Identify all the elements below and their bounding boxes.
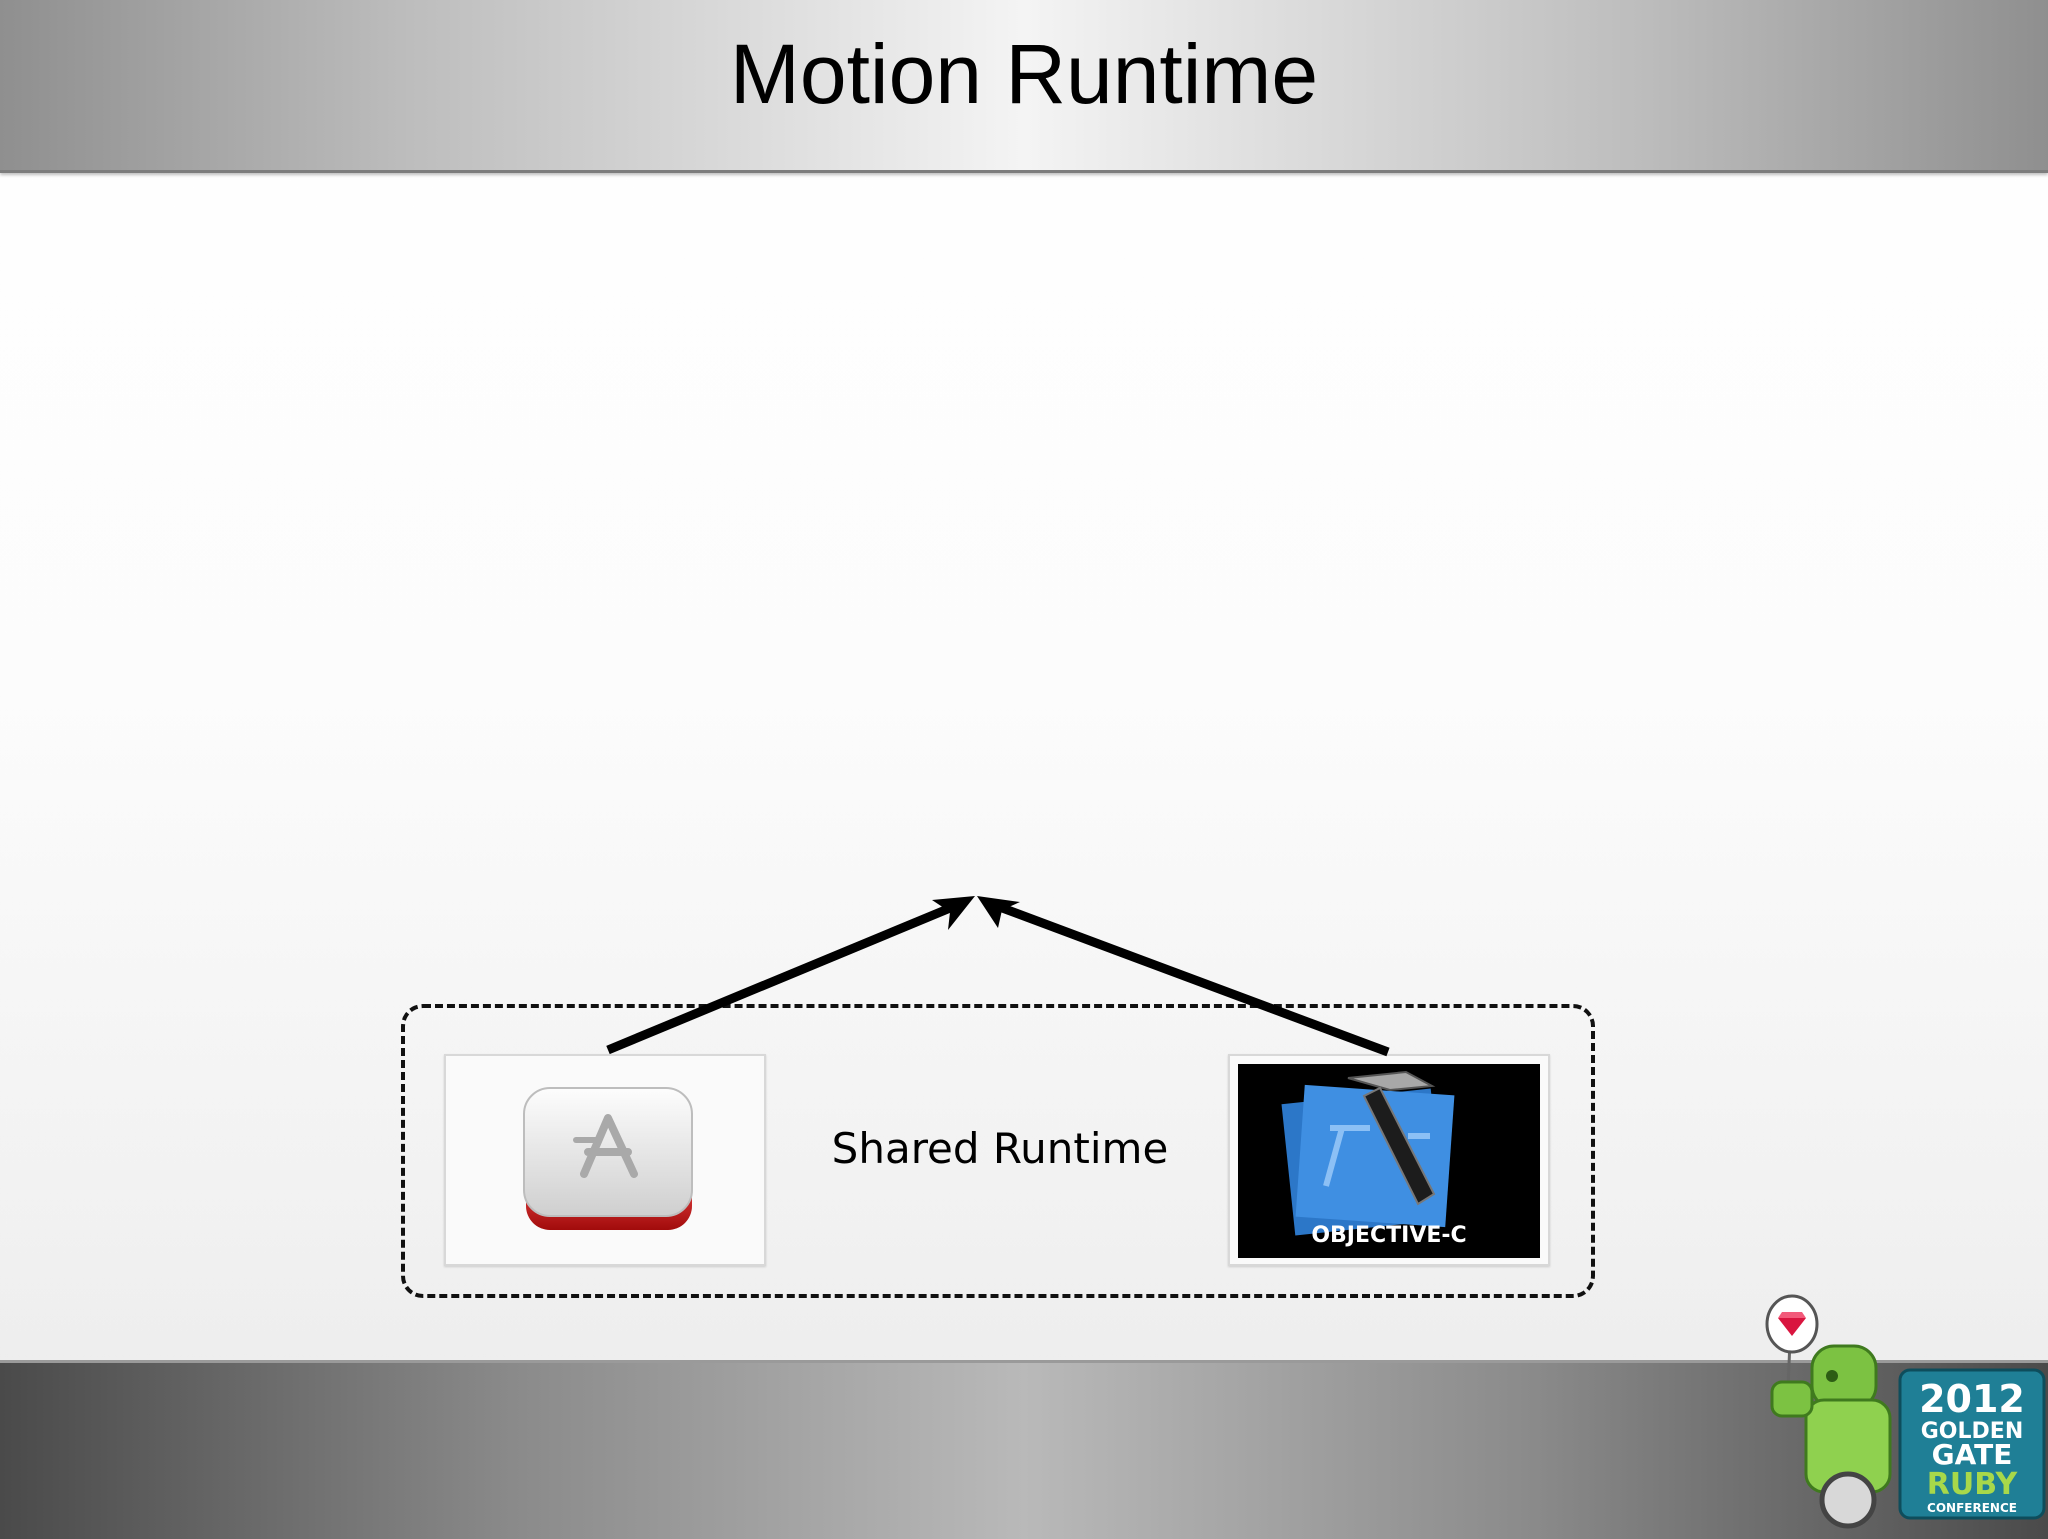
logo-year: 2012 [1919, 1377, 2025, 1421]
logo-golden: GOLDEN [1921, 1419, 2023, 1444]
footer-bar [0, 1360, 2048, 1539]
xcode-icon-frame: OBJECTIVE-C [1228, 1054, 1550, 1266]
right-arrow-head [977, 896, 1020, 928]
robot-mascot-icon [1770, 1344, 1892, 1529]
logo-ruby: RUBY [1927, 1467, 2019, 1502]
shared-runtime-box [401, 1004, 1595, 1298]
conference-badge: 2012 GOLDEN GATE RUBY CONFERENCE [1898, 1368, 2046, 1520]
right-arrow-line [995, 901, 1390, 1057]
app-store-icon-frame [444, 1054, 766, 1266]
objective-c-caption: OBJECTIVE-C [1311, 1223, 1466, 1248]
left-arrow-line [606, 901, 957, 1055]
left-arrow-head [932, 896, 975, 930]
xcode-hammer-icon: OBJECTIVE-C [1238, 1064, 1540, 1258]
slide-title: Motion Runtime [729, 27, 1319, 121]
title-bar: Motion Runtime [0, 0, 2048, 173]
ruby-balloon-icon [1765, 1294, 1819, 1391]
shared-runtime-label: Shared Runtime [831, 1124, 1169, 1173]
logo-conference: CONFERENCE [1927, 1501, 2017, 1515]
app-store-icon [523, 1087, 693, 1230]
logo-gate: GATE [1932, 1438, 2013, 1471]
